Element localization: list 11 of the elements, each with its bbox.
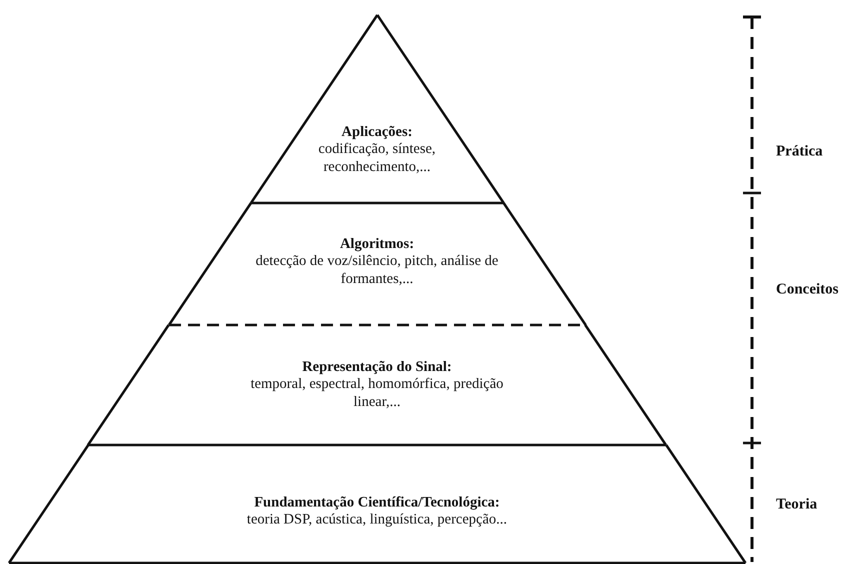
tier-heading: Fundamentação Científica/Tecnológica: [253, 494, 501, 512]
tier-description: detecção de voz/silêncio, pitch, análise de formantes,... [254, 253, 500, 288]
tier-heading: Aplicações: [340, 124, 414, 142]
tier-heading: Algoritmos: [338, 236, 416, 254]
level-label: Prática [776, 144, 823, 160]
level-label: Conceitos [776, 282, 838, 298]
tier-heading: Representação do Sinal: [301, 358, 453, 376]
tier-description: teoria DSP, acústica, linguística, percepção... [246, 512, 508, 530]
level-label: Teoria [776, 496, 818, 514]
tier-description: temporal, espectral, homomórfica, predição linear,... [250, 376, 504, 412]
tier-description: codificação, síntese, reconhecimento,... [317, 141, 437, 176]
